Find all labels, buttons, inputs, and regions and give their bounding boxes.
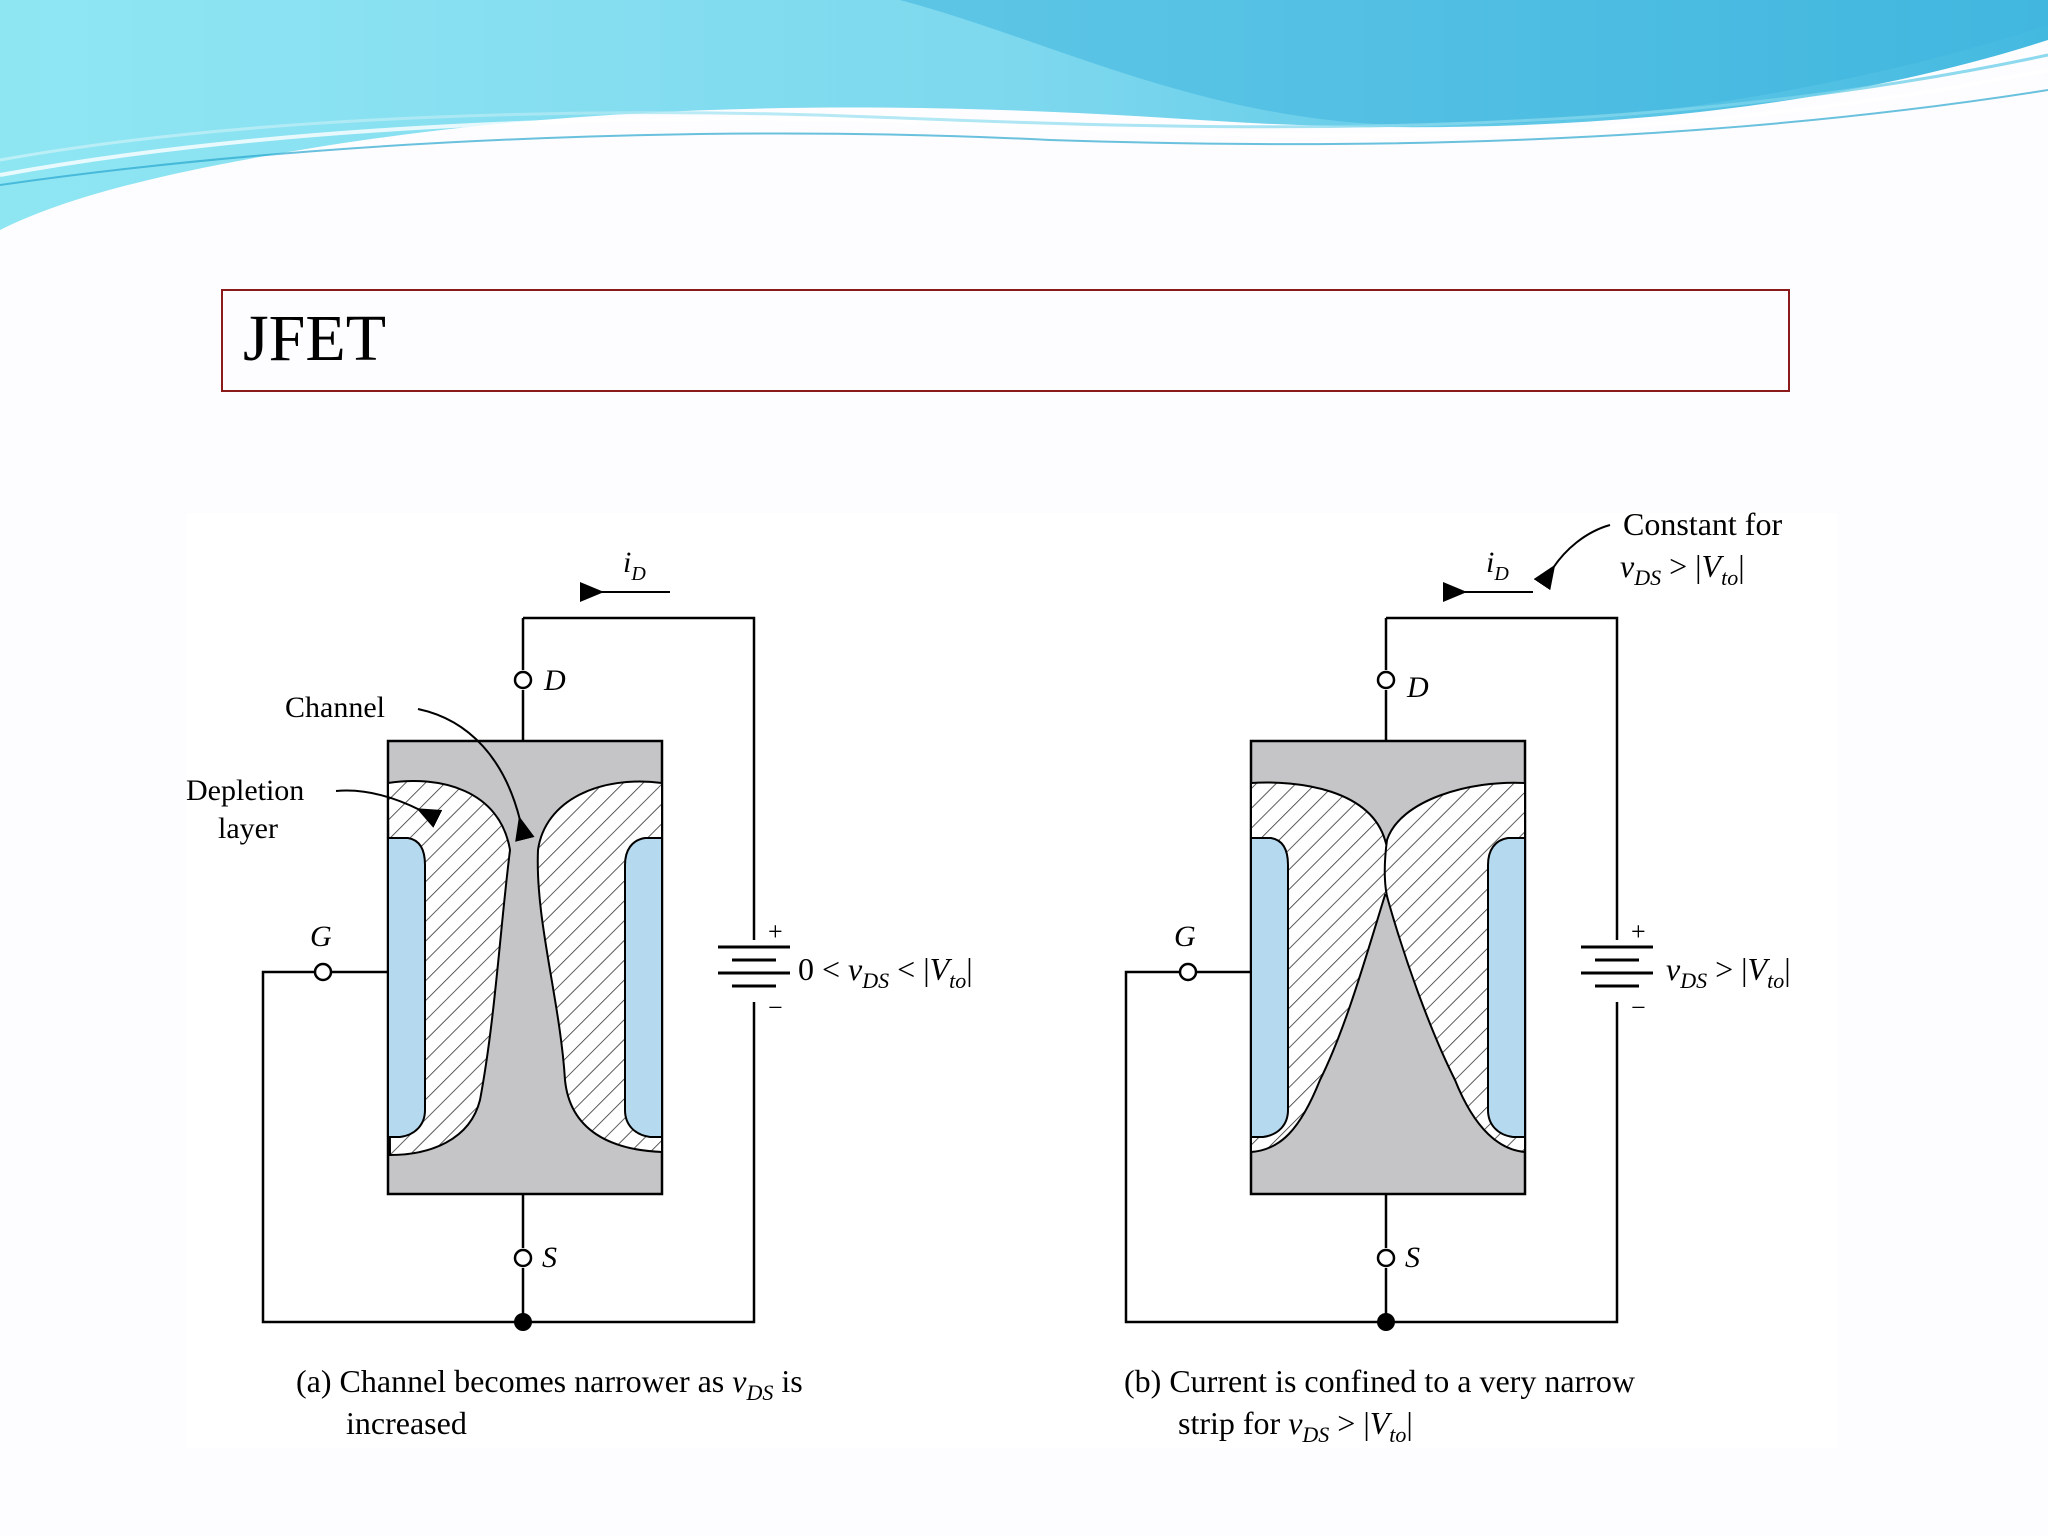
bias-label-a: 0 < vDS < |Vto| bbox=[798, 951, 973, 993]
source-label-b: S bbox=[1405, 1241, 1420, 1274]
gate-label-b: G bbox=[1174, 920, 1196, 953]
depletion-pointer-arrow bbox=[335, 789, 443, 828]
current-label-b: iD bbox=[1486, 546, 1509, 585]
drain-label-b: D bbox=[1406, 671, 1429, 704]
battery-plus-a: + bbox=[768, 917, 783, 946]
constant-pointer-arrow bbox=[1533, 524, 1611, 591]
bias-label-b: vDS > |Vto| bbox=[1666, 951, 1791, 993]
depletion-label-line1: Depletion bbox=[186, 774, 304, 807]
gate-plate-left-b bbox=[1250, 837, 1289, 1138]
gate-terminal-a bbox=[313, 962, 333, 982]
gate-plate-left-a bbox=[387, 837, 426, 1138]
diagram-b: iD Constant for vDS > |Vto| D S G + − vD… bbox=[1124, 506, 1791, 1447]
caption-b-line1: (b) Current is confined to a very narrow bbox=[1124, 1363, 1635, 1399]
junction-dot-b bbox=[1377, 1313, 1395, 1331]
gate-terminal-b bbox=[1178, 962, 1198, 982]
caption-a-line1: (a) Channel becomes narrower as vDS is bbox=[296, 1363, 803, 1405]
header-wave-decoration bbox=[0, 0, 2048, 230]
drain-label-a: D bbox=[543, 664, 566, 697]
channel-label: Channel bbox=[285, 691, 385, 724]
battery-plus-b: + bbox=[1631, 917, 1646, 946]
gate-plate-right-b bbox=[1487, 837, 1526, 1138]
drain-terminal-b bbox=[1376, 670, 1396, 690]
source-terminal-b bbox=[1376, 1248, 1396, 1268]
diagram-a: iD D S G Channel Depletion layer + − 0 <… bbox=[186, 546, 973, 1441]
battery-minus-b: − bbox=[1631, 993, 1646, 1022]
battery-minus-a: − bbox=[768, 993, 783, 1022]
current-label-a: iD bbox=[623, 546, 646, 585]
battery-a bbox=[716, 940, 792, 1002]
gate-label-a: G bbox=[310, 920, 332, 953]
drain-terminal-a bbox=[513, 670, 533, 690]
junction-dot-a bbox=[514, 1313, 532, 1331]
source-label-a: S bbox=[542, 1241, 557, 1274]
battery-b bbox=[1579, 940, 1655, 1002]
caption-b-line2: strip for vDS > |Vto| bbox=[1178, 1405, 1413, 1447]
gate-plate-right-a bbox=[624, 837, 663, 1138]
constant-label-line2: vDS > |Vto| bbox=[1620, 548, 1745, 590]
depletion-label-line2: layer bbox=[218, 812, 278, 845]
channel-pointer-arrow bbox=[417, 708, 535, 842]
source-terminal-a bbox=[513, 1248, 533, 1268]
title-box: JFET bbox=[221, 289, 1790, 392]
constant-label-line1: Constant for bbox=[1623, 506, 1782, 542]
caption-a-line2: increased bbox=[346, 1405, 467, 1441]
slide-title: JFET bbox=[243, 302, 387, 375]
